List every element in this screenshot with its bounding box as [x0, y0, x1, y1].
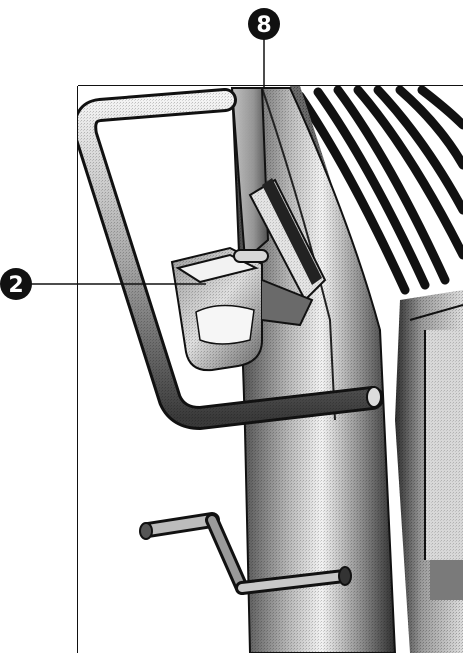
callout-2: 2	[0, 268, 32, 300]
callout-8-label: 8	[256, 13, 271, 38]
callout-leaders	[28, 38, 265, 285]
callout-2-label: 2	[8, 273, 23, 298]
crank-handle	[139, 512, 352, 595]
cup-holder	[170, 246, 314, 372]
grill-body	[395, 290, 463, 653]
grill-handle	[78, 88, 384, 430]
callout-8: 8	[248, 8, 280, 40]
side-bracket	[248, 178, 327, 302]
